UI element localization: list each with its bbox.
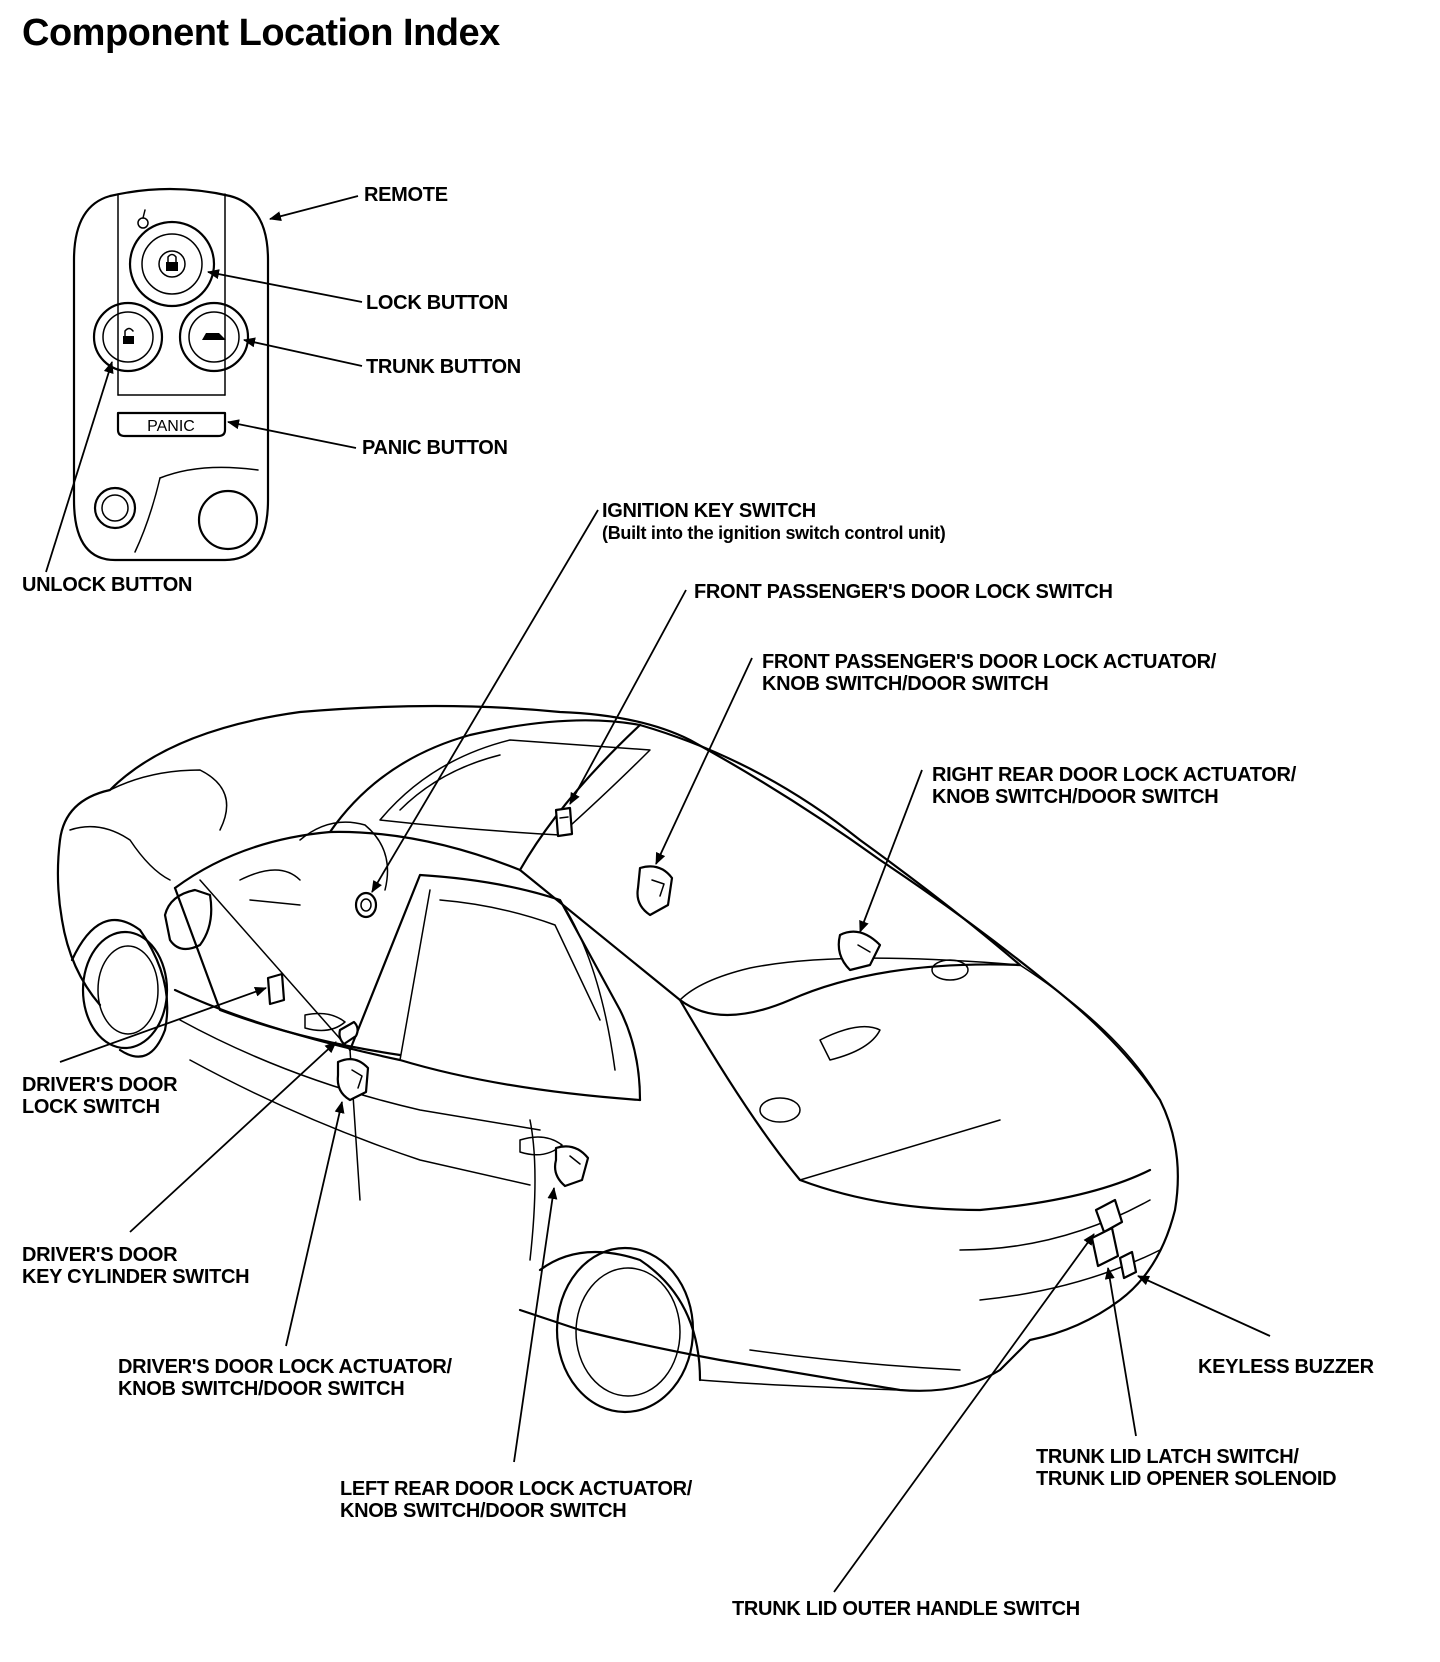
panic-button-leader xyxy=(227,419,357,449)
label-unlock-button: UNLOCK BUTTON xyxy=(22,574,193,596)
label-remote: REMOTE xyxy=(364,184,448,206)
label-fp-actuator-line2: KNOB SWITCH/DOOR SWITCH xyxy=(762,673,1049,695)
label-trunk-lid-outer-handle-switch: TRUNK LID OUTER HANDLE SWITCH xyxy=(732,1598,1080,1620)
front-passenger-lock-switch-leader xyxy=(569,589,687,805)
drivers-lock-switch-leader xyxy=(59,987,267,1063)
label-panic-button: PANIC BUTTON xyxy=(362,437,508,459)
label-dd-key-line2: KEY CYLINDER SWITCH xyxy=(22,1266,250,1288)
label-rr-actuator-line1: RIGHT REAR DOOR LOCK ACTUATOR/ xyxy=(932,764,1296,786)
front-passenger-actuator-leader xyxy=(655,657,753,865)
label-front-passenger-door-lock-switch: FRONT PASSENGER'S DOOR LOCK SWITCH xyxy=(694,581,1113,603)
label-right-rear-door-lock-actuator: RIGHT REAR DOOR LOCK ACTUATOR/ KNOB SWIT… xyxy=(932,764,1296,808)
label-left-rear-door-lock-actuator: LEFT REAR DOOR LOCK ACTUATOR/ KNOB SWITC… xyxy=(340,1478,692,1522)
label-lock-button: LOCK BUTTON xyxy=(366,292,508,314)
label-ignition-line2: (Built into the ignition switch control … xyxy=(602,523,946,543)
right-rear-actuator-leader xyxy=(859,769,923,933)
label-trunk-lid-latch-switch: TRUNK LID LATCH SWITCH/ TRUNK LID OPENER… xyxy=(1036,1446,1337,1490)
leader-lines xyxy=(45,195,1271,1593)
unlock-button-leader xyxy=(45,361,114,573)
label-dd-lock-line2: LOCK SWITCH xyxy=(22,1096,160,1118)
label-fp-actuator-line1: FRONT PASSENGER'S DOOR LOCK ACTUATOR/ xyxy=(762,651,1217,673)
trunk-outer-handle-leader xyxy=(833,1233,1095,1593)
car-outline xyxy=(56,704,1179,1414)
rear-wheel xyxy=(538,1246,702,1414)
lock-button-leader xyxy=(207,269,363,303)
trunk-lid-latch-switch-part xyxy=(1090,1226,1120,1268)
right-rear-door-lock-actuator-part xyxy=(837,930,882,972)
front-passenger-door-lock-actuator-part xyxy=(636,865,674,917)
label-keyless-buzzer: KEYLESS BUZZER xyxy=(1198,1356,1374,1378)
label-lr-actuator-line1: LEFT REAR DOOR LOCK ACTUATOR/ xyxy=(340,1478,693,1500)
label-ignition-key-switch: IGNITION KEY SWITCH (Built into the igni… xyxy=(602,500,946,544)
label-front-passenger-door-lock-actuator: FRONT PASSENGER'S DOOR LOCK ACTUATOR/ KN… xyxy=(762,651,1216,695)
panic-button: PANIC xyxy=(116,411,227,438)
trunk-button-leader xyxy=(243,337,363,367)
label-drivers-door-lock-switch: DRIVER'S DOOR LOCK SWITCH xyxy=(22,1074,178,1118)
drivers-door-lock-switch-part xyxy=(266,972,286,1006)
label-dd-key-line1: DRIVER'S DOOR xyxy=(22,1244,178,1266)
label-drivers-door-lock-actuator: DRIVER'S DOOR LOCK ACTUATOR/ KNOB SWITCH… xyxy=(118,1356,452,1400)
label-drivers-door-key-cylinder-switch: DRIVER'S DOOR KEY CYLINDER SWITCH xyxy=(22,1244,250,1288)
label-dd-lock-line1: DRIVER'S DOOR xyxy=(22,1074,178,1096)
label-lr-actuator-line2: KNOB SWITCH/DOOR SWITCH xyxy=(340,1500,627,1522)
label-trunk-latch-line2: TRUNK LID OPENER SOLENOID xyxy=(1036,1468,1337,1490)
front-passenger-door-lock-switch-part xyxy=(554,806,574,838)
front-wheel xyxy=(70,918,169,1058)
keyless-buzzer-leader xyxy=(1137,1275,1271,1337)
drivers-actuator-leader xyxy=(285,1101,345,1347)
trunk-button xyxy=(178,301,250,373)
label-dd-actuator-line1: DRIVER'S DOOR LOCK ACTUATOR/ xyxy=(118,1356,452,1378)
ignition-key-switch-part xyxy=(354,891,378,919)
ignition-key-switch-leader xyxy=(371,509,599,893)
label-trunk-button: TRUNK BUTTON xyxy=(366,356,521,378)
lock-button xyxy=(128,209,216,308)
label-dd-actuator-line2: KNOB SWITCH/DOOR SWITCH xyxy=(118,1378,405,1400)
panic-text: PANIC xyxy=(147,418,195,435)
left-rear-door-lock-actuator-part xyxy=(553,1145,590,1188)
remote-leader xyxy=(269,195,359,222)
label-ignition-line1: IGNITION KEY SWITCH xyxy=(602,500,816,522)
trunk-latch-leader xyxy=(1104,1267,1137,1437)
remote-fob: PANIC xyxy=(72,187,270,562)
drivers-door-lock-actuator-part xyxy=(336,1057,370,1102)
unlock-button xyxy=(92,301,164,373)
label-rr-actuator-line2: KNOB SWITCH/DOOR SWITCH xyxy=(932,786,1219,808)
trunk-lid-outer-handle-switch-part xyxy=(1094,1198,1124,1234)
left-rear-actuator-leader xyxy=(513,1187,558,1463)
drivers-door-key-cylinder-part xyxy=(338,1020,359,1046)
key-cylinder-leader xyxy=(129,1041,337,1233)
keyless-buzzer-part xyxy=(1118,1250,1138,1280)
page-title: Component Location Index xyxy=(22,12,500,54)
label-trunk-latch-line1: TRUNK LID LATCH SWITCH/ xyxy=(1036,1446,1299,1468)
